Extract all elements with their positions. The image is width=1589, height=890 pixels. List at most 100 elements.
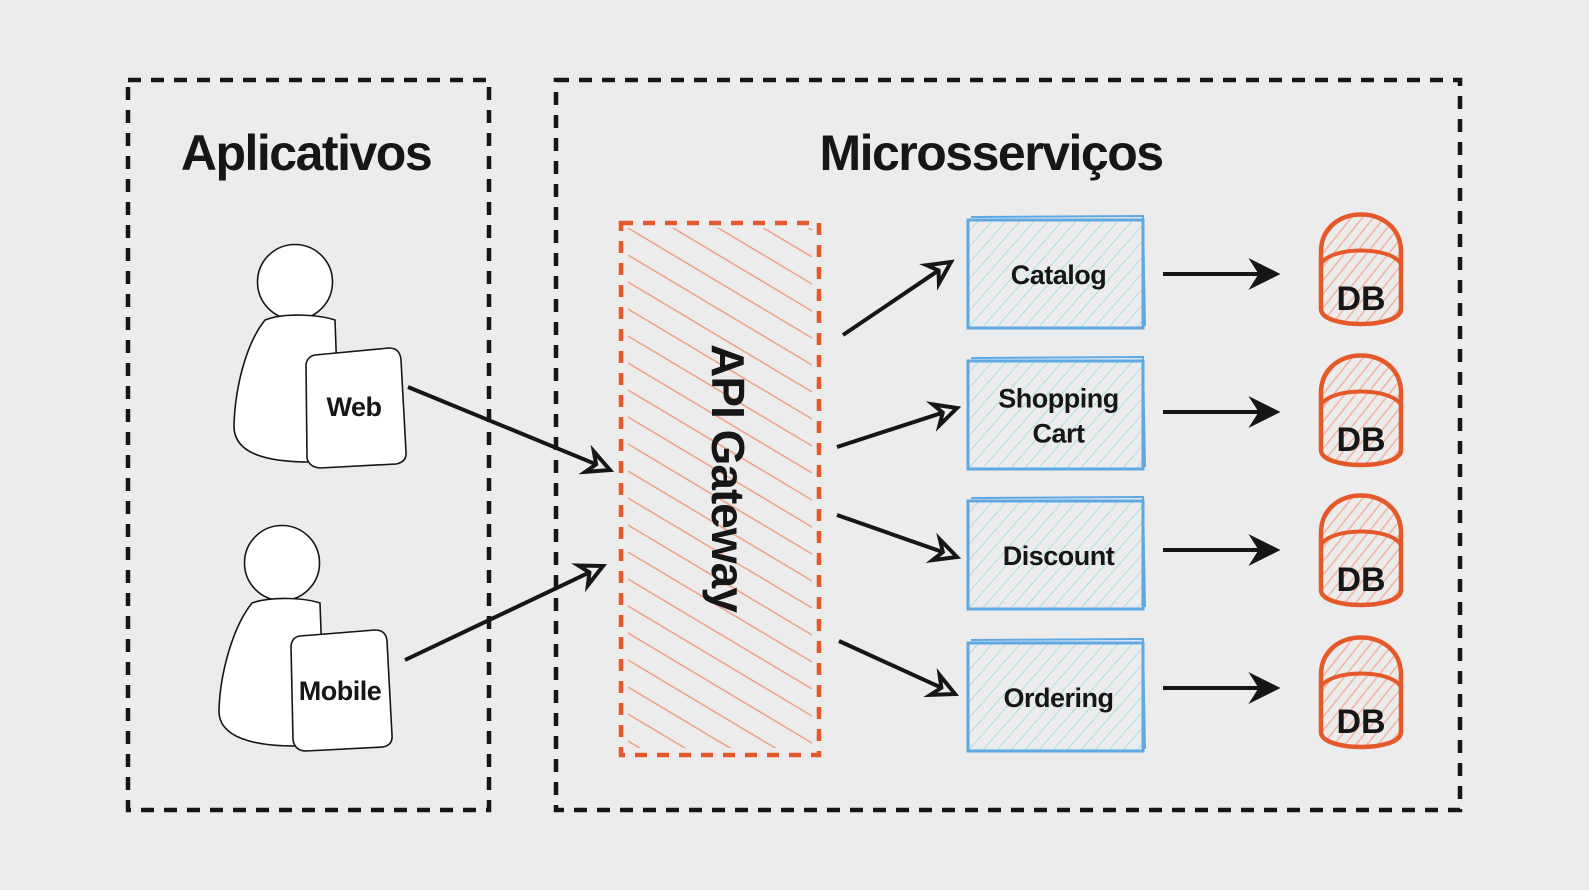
- hatch-line: [968, 501, 994, 531]
- hatch-line: [671, 228, 813, 312]
- hatch-line: [1079, 255, 1143, 328]
- hatch-line: [627, 470, 813, 582]
- hatch-line: [627, 686, 732, 748]
- hatch-line: [1431, 635, 1521, 747]
- service-border-sketch: [970, 214, 1146, 327]
- arrow-head-icon: [925, 401, 962, 432]
- hatch-line: [716, 228, 813, 285]
- hatch-line: [870, 220, 965, 328]
- hatch-line: [627, 497, 813, 609]
- arrow-cart-to-db: [1163, 395, 1281, 429]
- hatch-line: [1121, 303, 1143, 328]
- hatch-line: [627, 416, 813, 528]
- hatch-line: [981, 643, 1078, 751]
- hatch-line: [968, 361, 994, 391]
- device-icon: [290, 629, 393, 752]
- hatch-line: [1023, 220, 1120, 328]
- client-mobile-label: Mobile: [299, 676, 382, 706]
- hatch-line: [627, 281, 813, 393]
- hatch-line: [1164, 501, 1259, 609]
- arrow-head-icon: [1248, 671, 1281, 705]
- hatch-line: [1442, 212, 1532, 324]
- hatch-line: [1431, 212, 1521, 324]
- hatch-line: [1321, 355, 1324, 465]
- group-apps: Aplicativos: [125, 77, 492, 813]
- hatch-line: [1321, 214, 1357, 324]
- arrow-shaft: [407, 385, 596, 466]
- hatch-line: [1107, 710, 1143, 751]
- service-label: Ordering: [1003, 683, 1113, 713]
- hatch-line: [968, 361, 1064, 469]
- service-discount[interactable]: Discount: [856, 495, 1273, 611]
- hatch-line: [968, 220, 994, 250]
- database-rim: [1319, 248, 1403, 266]
- hatch-line: [968, 361, 1050, 454]
- hatch-line: [968, 220, 1022, 282]
- hatch-line: [1051, 504, 1143, 609]
- database-body: [1318, 493, 1404, 608]
- hatch-line: [1364, 495, 1401, 605]
- hatch-line: [1409, 493, 1499, 605]
- gateway-border: [618, 220, 822, 758]
- hatch-line: [627, 524, 813, 636]
- arrow-head-icon: [919, 259, 955, 291]
- hatch-line: [1150, 501, 1245, 609]
- client-mobile[interactable]: Mobile: [218, 524, 393, 752]
- database-ordering[interactable]: DB: [1233, 635, 1532, 750]
- database-rim: [1319, 671, 1403, 689]
- hatch-line: [968, 361, 1036, 438]
- hatch-line: [1023, 361, 1120, 469]
- hatch-line: [968, 361, 1022, 423]
- hatch-line: [1375, 355, 1401, 465]
- arrow-shaft: [841, 269, 939, 337]
- arrow-head-icon: [1248, 395, 1281, 429]
- arrow-head-icon: [1248, 533, 1281, 567]
- database-label: DB: [1336, 561, 1385, 599]
- hatch-line: [1342, 637, 1401, 747]
- hatch-line: [628, 849, 812, 890]
- hatch-line: [627, 443, 813, 555]
- hatch-line: [627, 605, 813, 717]
- hatch-line: [968, 501, 1022, 563]
- database-catalog[interactable]: DB: [1233, 212, 1532, 327]
- hatch-line: [1397, 355, 1401, 465]
- hatch-line: [1420, 353, 1510, 465]
- client-web[interactable]: Web: [233, 243, 407, 469]
- arrow-shaft: [838, 639, 942, 690]
- hatch-line: [1079, 678, 1143, 751]
- hatch-line: [627, 308, 813, 420]
- hatch-line: [1375, 495, 1401, 605]
- database-rim: [1319, 529, 1403, 547]
- service-hatch: [870, 220, 1143, 328]
- hatch-line: [1331, 214, 1401, 324]
- hatch-line: [1135, 742, 1143, 751]
- hatch-line: [1321, 355, 1379, 465]
- hatch-line: [1331, 495, 1401, 605]
- hatch-line: [1342, 355, 1401, 465]
- hatch-line: [1321, 495, 1401, 605]
- hatch-line: [1321, 214, 1401, 324]
- hatch-line: [1342, 495, 1401, 605]
- hatch-line: [1321, 637, 1324, 747]
- service-catalog[interactable]: Catalog: [856, 214, 1273, 330]
- hatch-line: [1431, 353, 1521, 465]
- database-body: [1318, 212, 1404, 327]
- hatch-line: [1023, 643, 1120, 751]
- database-body: [1318, 353, 1404, 468]
- arrow-gateway-to-discount: [836, 513, 962, 564]
- hatch-line: [968, 501, 1064, 609]
- hatch-line: [627, 228, 813, 339]
- arrow-head-icon: [923, 667, 960, 698]
- database-discount[interactable]: DB: [1233, 493, 1532, 608]
- service-border-sketch: [970, 495, 1146, 608]
- group-apps-border: [125, 77, 492, 813]
- service-ordering[interactable]: Ordering: [856, 637, 1273, 753]
- hatch-line: [968, 501, 1036, 578]
- hatch-line: [968, 220, 1008, 266]
- service-border: [966, 359, 1145, 471]
- client-web-label: Web: [326, 392, 381, 422]
- api-gateway[interactable]: API Gateway: [618, 0, 822, 890]
- database-cart[interactable]: DB: [1233, 353, 1532, 468]
- service-label: Discount: [1003, 541, 1115, 571]
